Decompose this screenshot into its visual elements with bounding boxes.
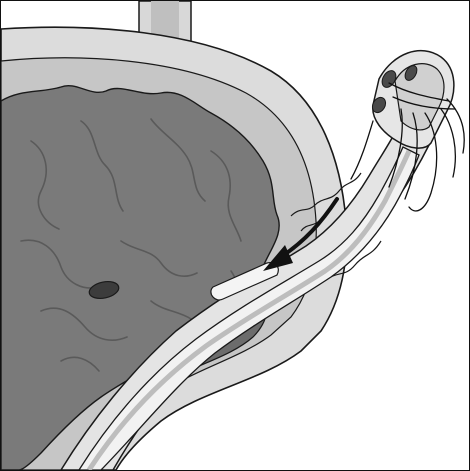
anatomical-diagram xyxy=(1,1,469,470)
figure-frame xyxy=(0,0,470,471)
